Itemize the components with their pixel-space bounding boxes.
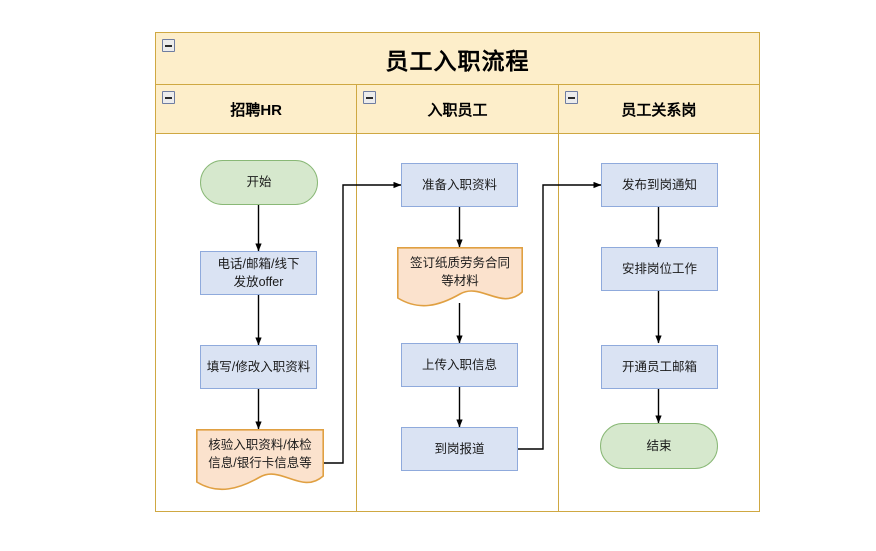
lane-header-employee: 入职员工 [357, 85, 558, 134]
lane-hr: 招聘HR [156, 85, 358, 512]
node-verify-materials[interactable]: 核验入职资料/体检 信息/银行卡信息等 [196, 429, 324, 491]
node-start[interactable]: 开始 [200, 160, 318, 205]
document-shape-icon [397, 247, 523, 307]
lane-header-relations: 员工关系岗 [558, 85, 759, 134]
lane-collapse-icon-relations[interactable] [564, 91, 578, 104]
lane-header-hr: 招聘HR [156, 85, 357, 134]
node-label-sign-contract: 签订纸质劳务合同 等材料 [409, 256, 510, 289]
node-label-assign-work: 安排岗位工作 [621, 261, 697, 276]
node-label-publish-notice: 发布到岗通知 [621, 177, 697, 192]
pool-collapse-icon[interactable] [162, 39, 175, 52]
node-label-start: 开始 [246, 175, 272, 190]
node-label-prepare-docs: 准备入职资料 [421, 177, 497, 192]
node-label-open-mailbox: 开通员工邮箱 [621, 359, 697, 374]
node-label-verify-materials: 核验入职资料/体检 信息/银行卡信息等 [208, 438, 312, 471]
node-send-offer[interactable]: 电话/邮箱/线下 发放offer [200, 251, 317, 295]
lane-collapse-icon-employee[interactable] [363, 91, 377, 104]
node-assign-work[interactable]: 安排岗位工作 [601, 247, 718, 291]
lane-label-relations: 员工关系岗 [621, 101, 697, 119]
node-publish-notice[interactable]: 发布到岗通知 [601, 163, 718, 207]
pool-title-band: 员工入职流程 [156, 33, 759, 85]
node-label-report-duty: 到岗报道 [434, 441, 485, 456]
lane-label-hr: 招聘HR [230, 101, 282, 119]
node-prepare-docs[interactable]: 准备入职资料 [401, 163, 518, 207]
node-sign-contract[interactable]: 签订纸质劳务合同 等材料 [397, 247, 523, 307]
pool-title: 员工入职流程 [385, 47, 530, 74]
node-upload-info[interactable]: 上传入职信息 [401, 343, 518, 387]
lane-label-employee: 入职员工 [427, 101, 488, 119]
lane-relations: 员工关系岗 [558, 85, 759, 512]
node-label-end: 结束 [646, 438, 672, 453]
lane-collapse-icon-hr[interactable] [162, 91, 175, 104]
node-open-mailbox[interactable]: 开通员工邮箱 [601, 345, 718, 389]
node-label-upload-info: 上传入职信息 [421, 357, 497, 372]
node-label-send-offer: 电话/邮箱/线下 发放offer [217, 256, 300, 289]
node-fill-materials[interactable]: 填写/修改入职资料 [200, 345, 317, 389]
node-report-duty[interactable]: 到岗报道 [401, 427, 518, 471]
node-label-fill-materials: 填写/修改入职资料 [206, 359, 311, 374]
document-shape-icon [196, 429, 324, 491]
node-end[interactable]: 结束 [600, 423, 718, 469]
